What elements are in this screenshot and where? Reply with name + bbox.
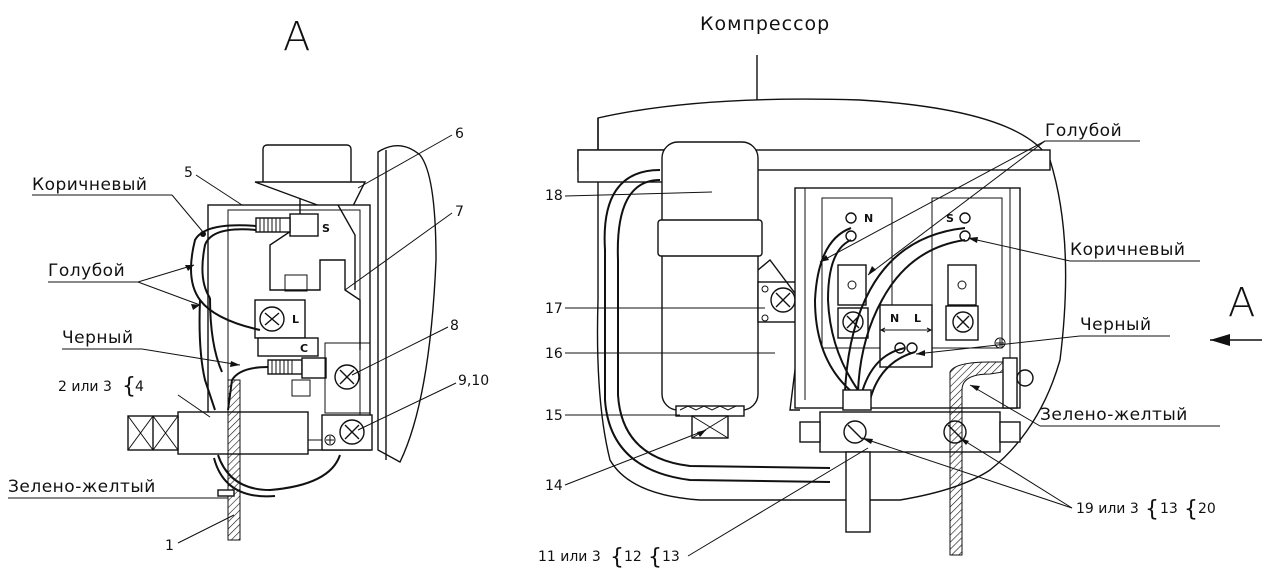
label-8: 8 [450, 318, 459, 334]
relay-cover [377, 145, 437, 463]
label-blue-right: Голубой [1045, 121, 1122, 141]
terminal-s [289, 213, 319, 237]
terminal-c [257, 337, 319, 357]
label-black-right: Черный [1080, 315, 1152, 335]
brace-right-2: { [648, 545, 662, 570]
label-13b: 13 [1160, 501, 1178, 517]
relay-top-block [262, 144, 352, 186]
clamp-bar [177, 411, 309, 455]
label-12: 12 [624, 549, 642, 565]
label-9-10: 9,10 [458, 373, 489, 389]
label-16: 16 [545, 346, 563, 362]
left-view-letter: А [283, 14, 310, 60]
screw-19-left [843, 420, 867, 444]
label-brown-right: Коричневый [1070, 240, 1185, 260]
label-19or3: 19 или 3 [1076, 501, 1139, 517]
label-17: 17 [545, 301, 563, 317]
label-green-yellow-right: Зелено-желтый [1040, 405, 1188, 425]
screw-8 [334, 364, 360, 390]
right-view: Компрессор N [538, 13, 1262, 570]
label-15: 15 [545, 408, 563, 424]
label-2or3: 2 или 3 [58, 379, 112, 395]
blue-wire-right [813, 227, 853, 393]
nl-terminal-block [879, 304, 933, 368]
left-view: А L S C [8, 14, 489, 554]
terminal-s-label: S [322, 222, 330, 235]
terminal-l-label: L [292, 313, 299, 326]
label-7: 7 [455, 204, 464, 220]
label-11or3: 11 или 3 [538, 549, 601, 565]
relay-contact-right [947, 264, 977, 306]
label-6: 6 [455, 126, 464, 142]
label-4: 4 [135, 379, 144, 395]
compressor-title: Компрессор [700, 13, 830, 35]
label-5: 5 [184, 165, 193, 181]
label-1: 1 [165, 538, 174, 554]
label-blue-left: Голубой [48, 261, 125, 281]
label-13a: 13 [662, 549, 680, 565]
terminal-l2-label: L [914, 312, 921, 325]
terminal-n-label: N [864, 212, 873, 225]
relay-contact-left [837, 264, 867, 306]
label-green-yellow-left: Зелено-желтый [8, 477, 156, 497]
terminal-c-label: C [300, 342, 308, 355]
brace-right-4: { [1184, 497, 1198, 522]
label-18: 18 [545, 188, 563, 204]
terminal-n2-label: N [890, 312, 899, 325]
label-brown-left: Коричневый [32, 175, 147, 195]
capacitor [661, 141, 759, 411]
capacitor-loop-wire [603, 169, 831, 483]
green-yellow-wire-right [949, 361, 1004, 556]
right-view-letter: А [1228, 280, 1255, 326]
brown-wire [190, 224, 261, 331]
label-14: 14 [545, 478, 563, 494]
brace-left-1: { [122, 374, 136, 399]
label-20: 20 [1198, 501, 1216, 517]
brown-wire-right [844, 227, 966, 393]
label-black-left: Черный [62, 328, 134, 348]
brace-right-1: { [610, 545, 624, 570]
terminal-s-label-right: S [946, 212, 954, 225]
brace-right-3: { [1145, 497, 1159, 522]
green-yellow-wire [227, 379, 241, 541]
bottom-clamp [819, 411, 1001, 453]
